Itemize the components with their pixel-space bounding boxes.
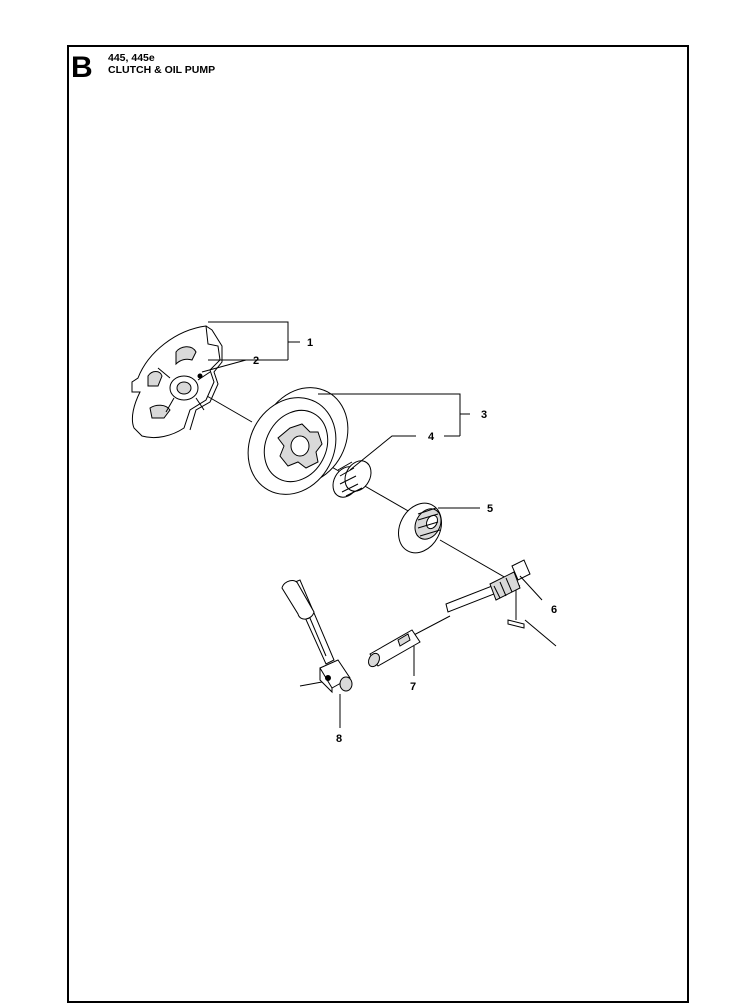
leader-3 [318, 393, 470, 415]
leader-6 [519, 575, 543, 601]
leader-2 [201, 359, 247, 373]
callout-3: 3 [481, 409, 487, 421]
clutch-slot-bottom [149, 404, 171, 419]
spring-marker [197, 373, 203, 379]
clutch-drum [247, 387, 349, 495]
pump-shaft [445, 559, 531, 629]
callout-5: 5 [487, 503, 493, 515]
bearing-needles [337, 461, 363, 497]
axis-line [411, 615, 451, 637]
lever-screw-head [339, 676, 353, 692]
leader-4 [349, 435, 416, 471]
clutch-hub-bore [176, 381, 192, 395]
callout-1: 1 [307, 337, 313, 349]
leader-1 [208, 321, 300, 343]
plunger-slot [397, 633, 411, 647]
shaft-cap [511, 559, 531, 581]
lever-block-side [319, 668, 333, 694]
axis-line [199, 391, 253, 423]
diagram-title: CLUTCH & OIL PUMP [108, 64, 216, 76]
plunger-end [367, 652, 381, 668]
clutch-assembly [131, 325, 223, 439]
lever-handle [281, 580, 315, 620]
callout-8: 8 [336, 733, 342, 745]
axis-line [299, 681, 323, 687]
gear-bore [425, 514, 439, 530]
page-frame [67, 45, 689, 1003]
pump-lever-assembly [281, 579, 353, 694]
axis-line [524, 619, 557, 647]
callout-6: 6 [551, 604, 557, 616]
clutch-shoe-back [189, 325, 223, 431]
shaft-gear-teeth [493, 577, 513, 599]
shaft-pin [507, 619, 525, 629]
shaft-body [445, 585, 495, 613]
clutch-slot-left [147, 371, 163, 387]
callout-2: 2 [253, 355, 259, 367]
model-label: 445, 445e [108, 52, 155, 64]
callout-4: 4 [428, 431, 435, 443]
lever-block-hole [325, 675, 331, 681]
oil-pump-gear [398, 502, 442, 554]
pump-plunger [367, 629, 421, 668]
gear-thread [417, 507, 441, 537]
drum-bore [290, 435, 310, 457]
clutch-spoke [157, 367, 211, 413]
clutch-slot-top [175, 346, 197, 366]
section-letter: B [71, 51, 93, 84]
callout-7: 7 [410, 681, 416, 693]
